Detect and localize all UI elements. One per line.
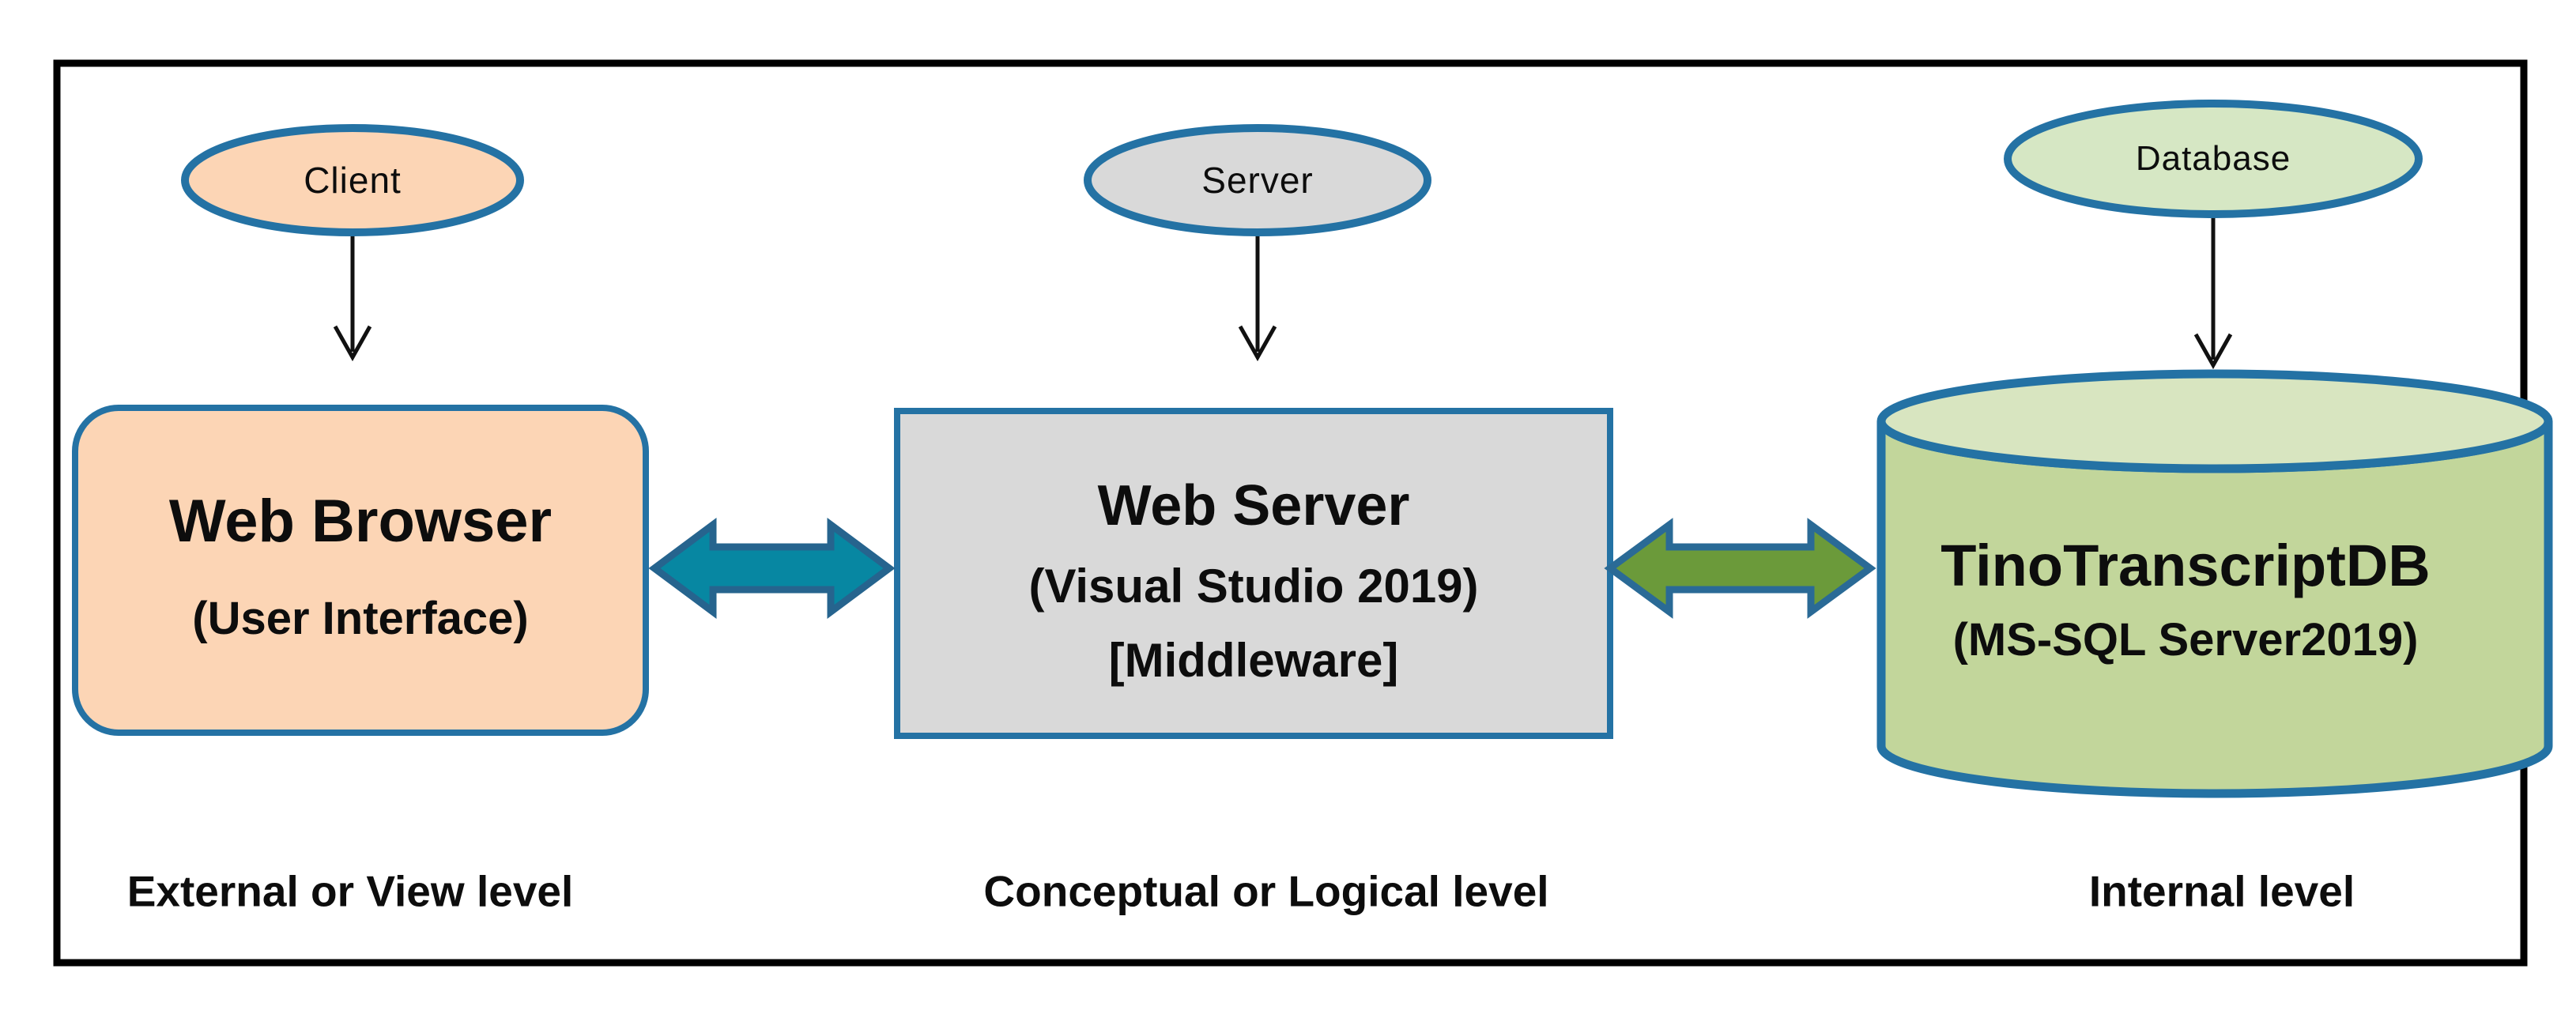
web-server-title: Web Server	[1097, 474, 1410, 537]
cylinder-top	[1876, 369, 2553, 473]
browser-server-bidirectional-arrow	[648, 518, 896, 619]
arrowhead-down-icon	[1238, 325, 1277, 362]
database-label: Database	[2135, 139, 2291, 178]
server-to-webserver-arrow	[1238, 236, 1277, 362]
server-ellipse	[1084, 124, 1431, 236]
arrowhead-down-icon	[333, 325, 372, 362]
web-server-subtitle: (Visual Studio 2019)	[1028, 560, 1479, 613]
server-database-bidirectional-arrow	[1604, 518, 1876, 619]
web-browser-subtitle: (User Interface)	[192, 593, 529, 644]
cylinder-body	[1876, 420, 2553, 798]
database-ellipse	[2004, 100, 2423, 218]
web-server-box	[894, 408, 1613, 739]
internal-level-label: Internal level	[2088, 866, 2355, 916]
web-browser-title: Web Browser	[168, 488, 553, 555]
database-cylinder	[1876, 369, 2553, 798]
external-level-label: External or View level	[126, 866, 574, 916]
arrowhead-down-icon	[2193, 333, 2233, 370]
web-server-subtitle2: [Middleware]	[1108, 634, 1399, 687]
database-to-cylinder-arrow	[2193, 217, 2233, 370]
database-subtitle: (MS-SQL Server2019)	[1952, 614, 2419, 665]
web-browser-box	[72, 405, 649, 736]
client-label: Client	[304, 160, 402, 201]
database-title: TinoTranscriptDB	[1940, 533, 2431, 598]
client-to-browser-arrow	[333, 236, 372, 362]
client-ellipse	[181, 124, 524, 236]
server-label: Server	[1201, 160, 1314, 201]
conceptual-level-label: Conceptual or Logical level	[983, 866, 1549, 916]
